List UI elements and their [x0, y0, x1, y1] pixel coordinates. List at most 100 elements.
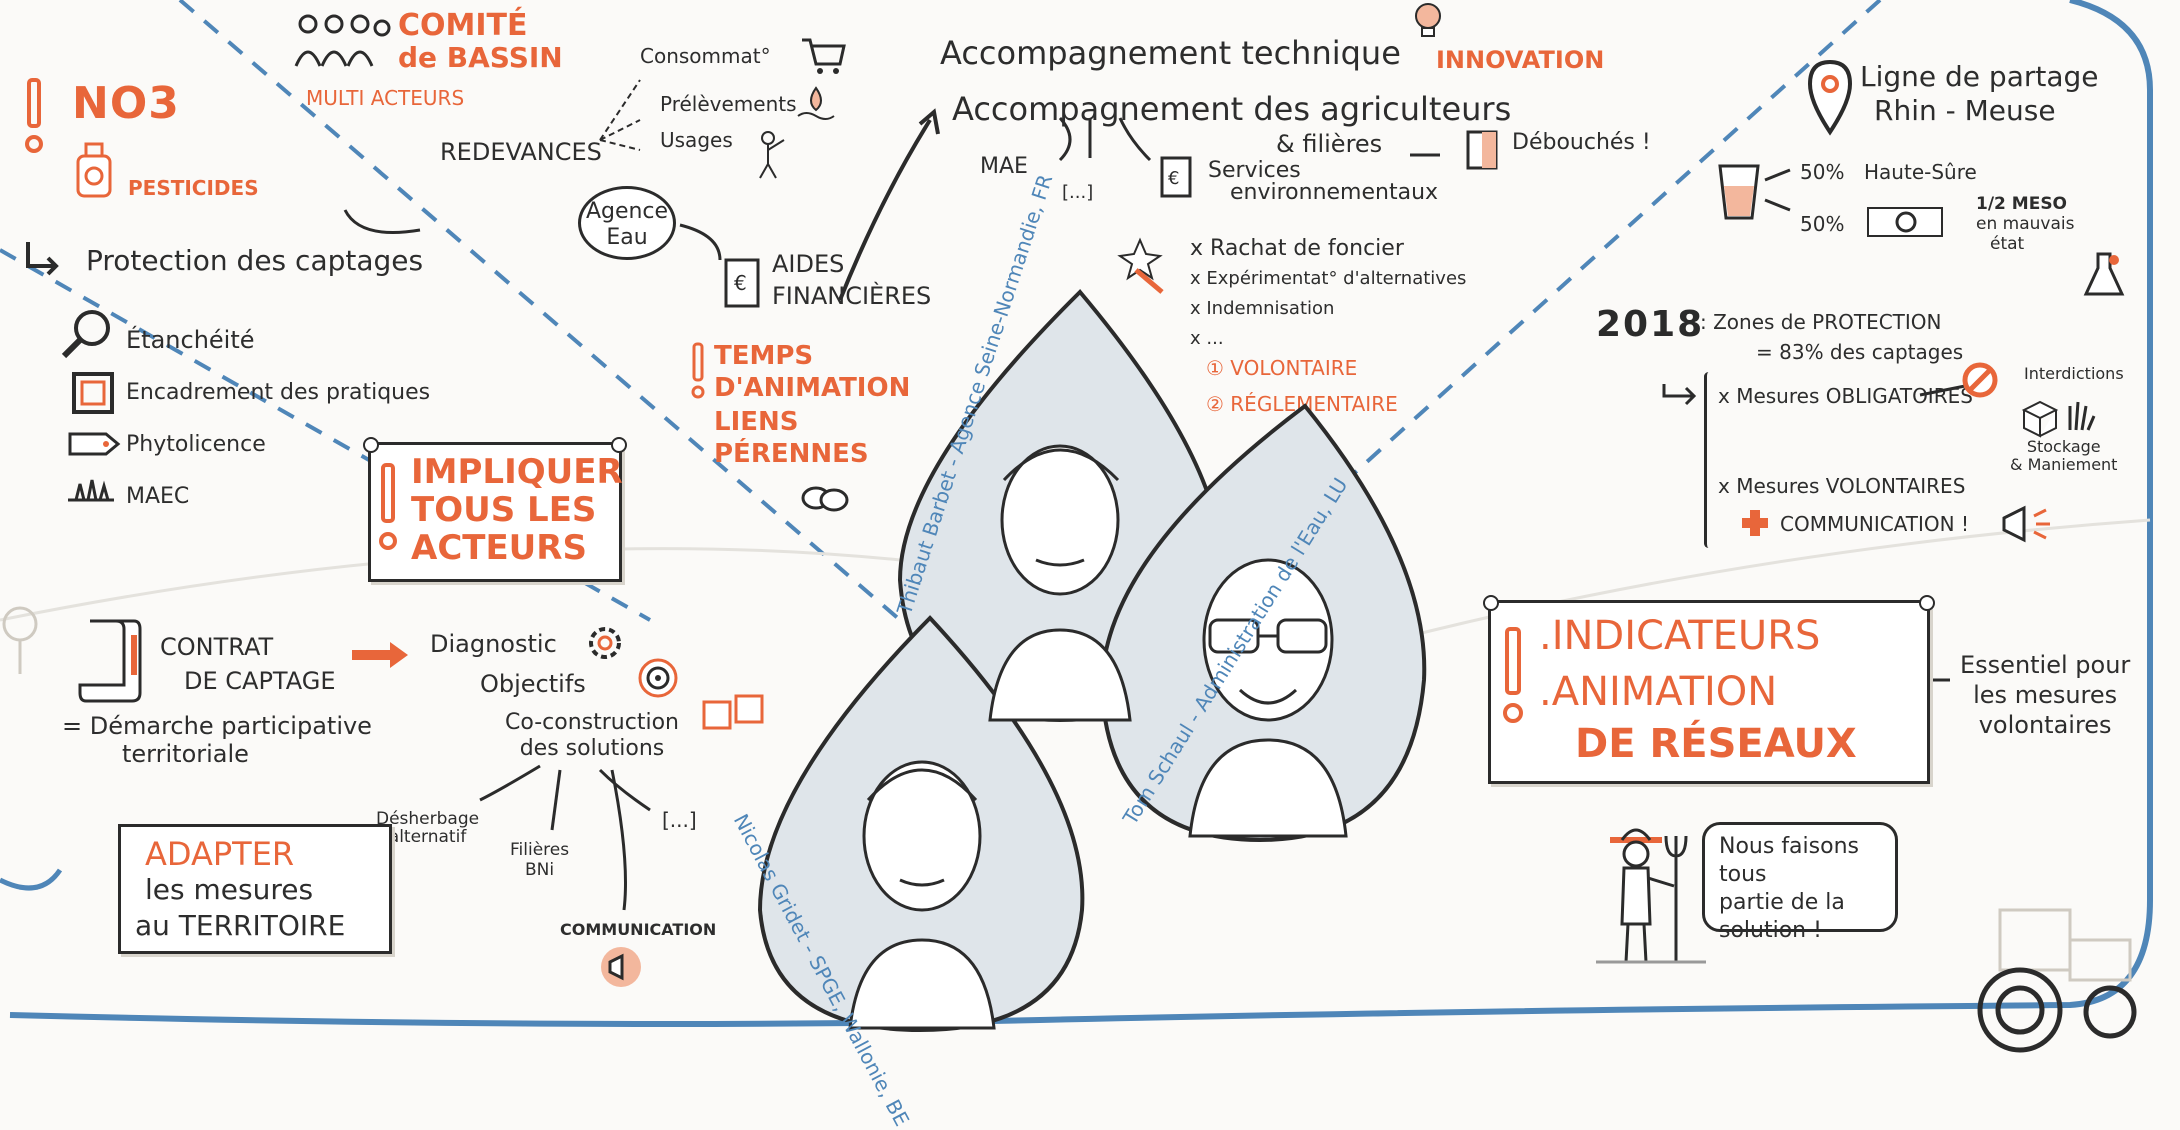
- accomp-agri-line-2: & filières: [1276, 130, 1383, 158]
- impliquer-line-3: ACTEURS: [411, 528, 587, 568]
- indicateurs-label: .INDICATEURS: [1539, 613, 1821, 659]
- zones-pct-label: = 83% des captages: [1756, 340, 1964, 364]
- redevances-label: REDEVANCES: [440, 138, 602, 166]
- essentiel-line-2: les mesures: [1973, 681, 2118, 709]
- agence-eau-bubble: Agence Eau: [578, 186, 676, 260]
- scroll-icon: [76, 615, 146, 709]
- contrat-line-1: CONTRAT: [160, 633, 274, 661]
- bubble-line-1: Nous faisons tous: [1719, 834, 1859, 887]
- list-experimentation: x Expérimentat° d'alternatives: [1190, 268, 1467, 289]
- innovation-label: INNOVATION: [1436, 46, 1605, 74]
- aides-line-2: FINANCIÈRES: [772, 282, 932, 310]
- agence-line-1: Agence: [585, 199, 669, 224]
- communication-label-left: COMMUNICATION: [560, 920, 717, 939]
- bubble-line-2: partie de la: [1719, 890, 1845, 915]
- debouches-label: Débouchés !: [1512, 130, 1651, 155]
- accomp-agri-line-1: Accompagnement des agriculteurs: [952, 90, 1512, 128]
- liens-line-2: PÉRENNES: [714, 439, 869, 469]
- meso-line-3: état: [1990, 234, 2025, 254]
- arrow-return-icon: [22, 238, 62, 282]
- list-etc: x ...: [1190, 328, 1224, 349]
- no3-label: NO3: [72, 78, 180, 129]
- speech-bubble: Nous faisons tous partie de la solution …: [1702, 822, 1898, 943]
- obligatoires-label: x Mesures OBLIGATOIRES: [1718, 384, 1973, 408]
- indicateurs-box: .INDICATEURS .ANIMATION DE RÉSEAUX: [1483, 595, 1935, 784]
- water-glass-icon: [1716, 162, 1762, 226]
- farmer-icon: [1596, 816, 1706, 970]
- ligne-line-1: Ligne de partage: [1860, 60, 2099, 93]
- year-label: 2018: [1596, 304, 1705, 345]
- pesticides-label: PESTICIDES: [128, 176, 259, 200]
- tractor-icon: [1977, 908, 2137, 1053]
- accomp-tech-label: Accompagnement technique: [940, 34, 1401, 72]
- arrow-right-icon: [350, 640, 410, 674]
- demarche-line-1: = Démarche participative: [62, 712, 372, 740]
- temps-line-2: D'ANIMATION: [714, 373, 911, 403]
- meso-line-1: 1/2 MESO: [1976, 194, 2068, 214]
- adapter-box: ADAPTER les mesures au TERRITOIRE: [118, 824, 392, 954]
- services-line-1: Services: [1208, 158, 1301, 183]
- essentiel-line-1: Essentiel pour: [1960, 651, 2131, 679]
- contrat-line-2: DE CAPTAGE: [184, 667, 336, 695]
- bubble-line-3: solution !: [1719, 918, 1822, 943]
- essentiel-line-3: volontaires: [1978, 711, 2112, 739]
- cart-icon: [800, 36, 846, 80]
- banknote-icon-2: €: [1158, 154, 1196, 204]
- ligne-line-2: Rhin - Meuse: [1874, 94, 2056, 127]
- comite-line-1: COMITÉ: [398, 8, 528, 43]
- objectifs-label: Objectifs: [480, 670, 586, 698]
- desherbage-line-1: Désherbage: [376, 809, 480, 829]
- warning-icon: [1503, 627, 1523, 723]
- impliquer-box: IMPLIQUER TOUS LES ACTEURS: [363, 437, 627, 582]
- haute-sure-label: Haute-Sûre: [1864, 160, 1977, 184]
- interdictions-label: Interdictions: [2024, 364, 2124, 383]
- pct-meso: 50%: [1800, 212, 1845, 236]
- services-line-2: environnementaux: [1230, 180, 1439, 205]
- magic-wand-icon: [1106, 234, 1176, 298]
- multi-acteurs-label: MULTI ACTEURS: [306, 86, 465, 110]
- comite-line-2: de BASSIN: [398, 41, 563, 74]
- temps-line-1: TEMPS: [714, 341, 814, 371]
- people-group-icon: [294, 12, 391, 74]
- warning-icon: [379, 463, 397, 550]
- adapter-line-1: ADAPTER: [145, 835, 295, 873]
- svg-text:€: €: [734, 271, 747, 295]
- warning-icon: [25, 78, 45, 164]
- zones-label: : Zones de PROTECTION: [1700, 310, 1942, 334]
- coconstruction-line-2: des solutions: [519, 736, 665, 761]
- desherbage-line-2: alternatif: [388, 827, 467, 847]
- flask-icon: [2083, 250, 2125, 302]
- item-maec: MAEC: [126, 484, 190, 509]
- coconstruction-line-1: Co-construction: [505, 710, 679, 735]
- plus-icon: [1740, 508, 1770, 542]
- aides-line-1: AIDES: [772, 250, 845, 278]
- adapter-line-2: les mesures: [145, 873, 314, 906]
- adapter-line-3: au TERRITOIRE: [135, 909, 346, 942]
- tag-icon: [66, 426, 122, 466]
- water-drop-icon: [796, 86, 836, 126]
- lightbulb-icon: [1408, 0, 1448, 48]
- animation-line-2: DE RÉSEAUX: [1575, 721, 1857, 767]
- item-phytolicence: Phytolicence: [126, 432, 266, 457]
- puzzle-icon: [700, 692, 770, 742]
- impliquer-line-2: TOUS LES: [411, 490, 597, 530]
- speech-bubbles-icon: [800, 484, 850, 520]
- mae-etc: [...]: [1062, 182, 1094, 203]
- agence-line-2: Eau: [606, 225, 648, 250]
- branch-arrows: [343, 79, 1971, 911]
- meso-line-2: en mauvais: [1976, 214, 2075, 234]
- door-icon: [1464, 128, 1502, 176]
- gear-icon: [580, 618, 630, 672]
- portrait-drops: [757, 289, 1427, 1033]
- pesticide-bottle-icon: [72, 140, 116, 204]
- animation-line-1: .ANIMATION: [1539, 669, 1778, 715]
- diagnostic-label: Diagnostic: [430, 630, 557, 658]
- tree-icon: [2, 606, 38, 674]
- pct-haute-sure: 50%: [1800, 160, 1845, 184]
- stockage-line-1: Stockage: [2026, 437, 2101, 456]
- item-etancheite: Étanchéité: [126, 326, 255, 354]
- liens-line-1: LIENS: [714, 407, 799, 437]
- protection-title: Protection des captages: [86, 244, 424, 277]
- svg-text:€: €: [1168, 168, 1179, 189]
- prelevements-label: Prélèvements: [660, 92, 797, 116]
